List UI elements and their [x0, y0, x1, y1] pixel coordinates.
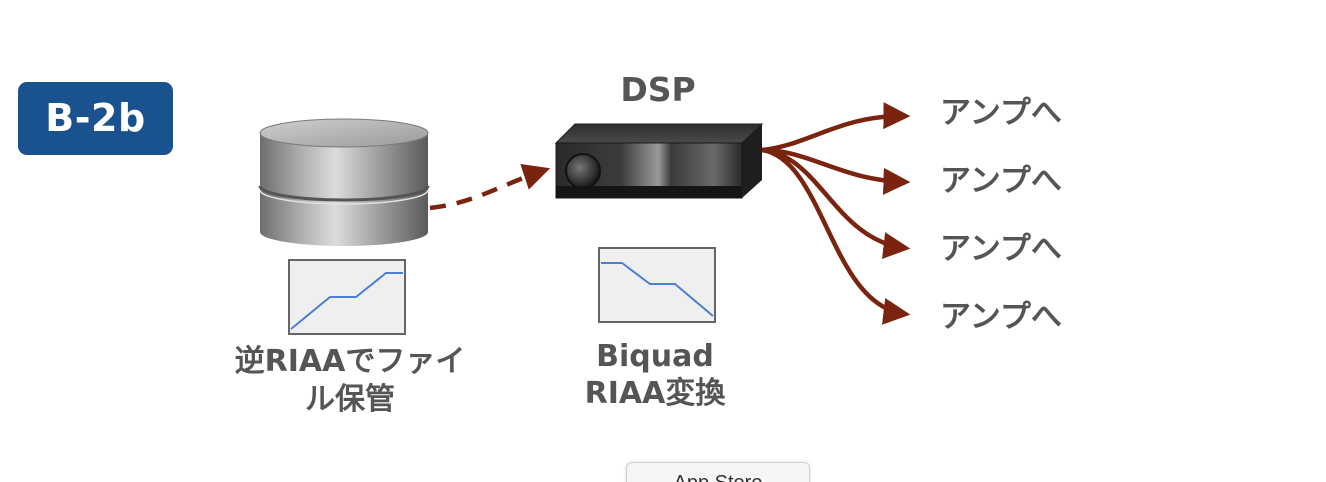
storage-caption: 逆RIAAでファイル保管 — [234, 344, 466, 417]
section-badge: B-2b — [18, 82, 173, 155]
output-arrows — [761, 102, 911, 325]
filter-caption: Biquad RIAA変換 — [560, 338, 750, 412]
inverse-riaa-graph — [288, 259, 406, 335]
output-label-4: アンプへ — [940, 299, 1062, 335]
output-label-3: アンプへ — [940, 231, 1062, 267]
output-label-2: アンプへ — [940, 163, 1062, 199]
filter-caption-line1: Biquad — [596, 339, 714, 374]
output-arrow-1 — [761, 102, 911, 153]
app-store-button[interactable]: App Store — [626, 462, 810, 482]
dashed-arrow — [429, 164, 551, 211]
riaa-graph — [598, 247, 716, 323]
dsp-device-icon — [554, 123, 764, 199]
filter-caption-line2: RIAA変換 — [584, 376, 726, 411]
output-arrow-4 — [761, 147, 911, 325]
output-arrow-2 — [761, 147, 911, 195]
storage-cylinder-icon — [258, 118, 430, 246]
output-label-1: アンプへ — [940, 95, 1062, 131]
output-arrow-3 — [761, 147, 911, 259]
dsp-title: DSP — [620, 70, 696, 109]
